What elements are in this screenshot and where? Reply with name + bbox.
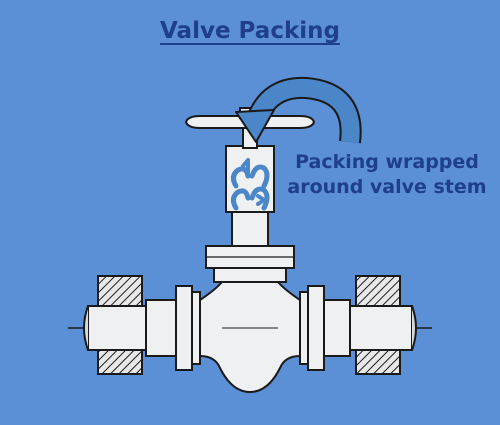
curved-arrow-icon [235,76,362,144]
right-hatched-block [355,275,401,375]
callout-line-1: Packing wrapped [295,151,479,173]
valve-bonnet [205,211,295,283]
spiral-arrow-icon [230,158,270,211]
left-pipe [83,305,147,351]
callout-line-2: around valve stem [287,176,487,198]
packing-callout-label: Packing wrapped around valve stem [282,150,492,200]
diagram-title: Valve Packing [160,18,340,44]
left-hatched-block [97,275,143,375]
left-flange [145,285,201,371]
valve-body [199,281,301,394]
right-pipe [349,305,417,351]
right-flange [299,285,351,371]
